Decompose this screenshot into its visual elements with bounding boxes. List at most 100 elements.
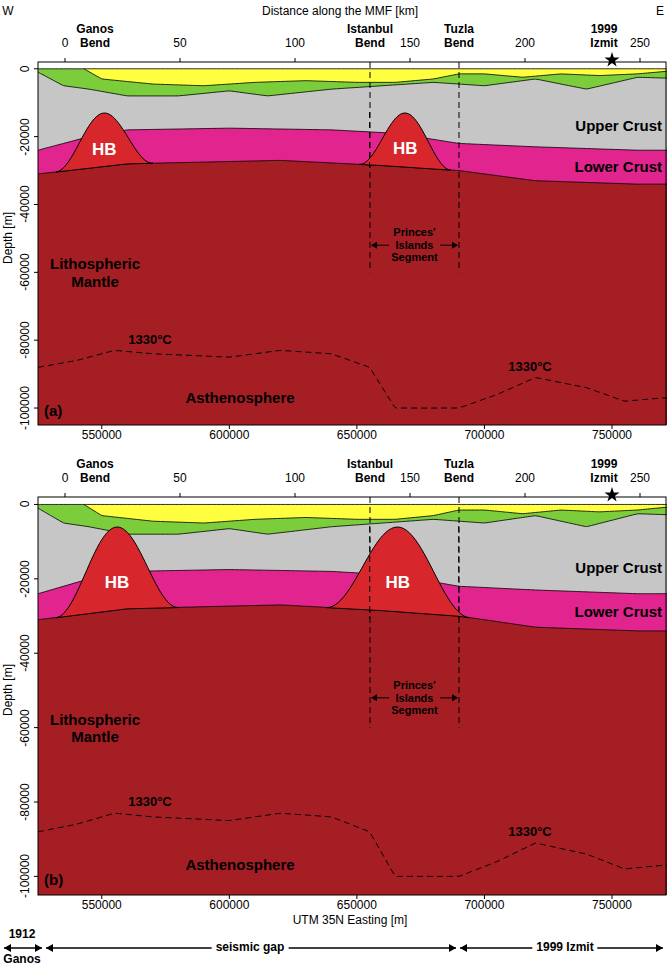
arrow-head: [449, 944, 456, 952]
arrow-head: [452, 694, 458, 701]
hb-shape: [326, 527, 469, 618]
figure-label: Asthenosphere: [185, 857, 294, 874]
axis-tick: [525, 493, 526, 497]
epicenter-star: [604, 487, 619, 501]
arrow-head: [35, 944, 42, 952]
axis-tick: [34, 578, 38, 579]
figure-label: 1330°C: [128, 333, 172, 348]
figure-label: 1330°C: [508, 824, 552, 839]
figure-label: Ganos: [3, 953, 40, 967]
figure-label: Tuzla Bend: [438, 458, 480, 486]
body-label: HB: [385, 573, 410, 593]
axis-tick: [34, 136, 38, 137]
figure-label: -80000: [19, 321, 33, 358]
hb-outline: [56, 526, 178, 619]
axis-tick: [640, 58, 641, 62]
epicenter-star: [604, 52, 619, 66]
figure-label: Princes' Islands Segment: [386, 226, 444, 264]
sediment-basin: [84, 69, 667, 86]
axis-tick: [410, 58, 411, 62]
figure-label: 700000: [464, 899, 504, 913]
figure-label: -60000: [19, 709, 33, 746]
figure-label: 1912: [9, 928, 36, 942]
figure-label: Asthenosphere: [185, 389, 294, 406]
air: [38, 62, 667, 69]
figure-label: -60000: [19, 254, 33, 291]
axis-tick: [180, 58, 181, 62]
figure-label: E: [656, 5, 664, 19]
figure-label: Istanbul Bend: [343, 23, 397, 51]
figure-label: Lower Crust: [574, 604, 662, 621]
figure-label: 750000: [592, 899, 632, 913]
sediment-layer: [38, 69, 667, 96]
figure-label: (b): [44, 871, 63, 888]
plot-frame: [38, 497, 666, 895]
figure-label: UTM 35N Easting [m]: [293, 914, 408, 928]
figure-label: -20000: [19, 560, 33, 597]
panel-plot: [38, 497, 667, 895]
figure-label: -80000: [19, 783, 33, 820]
figure-label: 1999 Izmit: [585, 458, 623, 486]
figure-label: -100000: [19, 854, 33, 898]
figure-label: 0: [19, 65, 33, 72]
lower-crust: [38, 504, 667, 630]
axis-tick: [295, 58, 296, 62]
figure-label: 250: [630, 472, 650, 486]
figure-label: Upper Crust: [575, 118, 662, 135]
hb-body: HB: [56, 526, 178, 619]
figure-label: 600000: [209, 899, 249, 913]
plot-frame: [38, 62, 666, 425]
figure-label: -100000: [19, 386, 33, 430]
figure-label: 750000: [592, 429, 632, 443]
figure-label: Depth [m]: [2, 664, 16, 716]
bend-line: [369, 526, 370, 619]
axis-tick: [65, 58, 66, 62]
axis-tick: [410, 493, 411, 497]
figure-label: 1999 Izmit: [532, 941, 597, 955]
figure-label: 1330°C: [128, 795, 172, 810]
hb-body: HB: [359, 112, 451, 171]
layer-boundary: [38, 72, 667, 96]
isotherm: [38, 350, 667, 408]
bend-line: [370, 62, 371, 272]
axis-tick: [180, 493, 181, 497]
air: [38, 497, 667, 504]
figure-label: 550000: [82, 899, 122, 913]
axis-tick: [34, 876, 38, 877]
figure-label: -40000: [19, 635, 33, 672]
axis-tick: [640, 493, 641, 497]
figure-label: Princes' Islands Segment: [386, 679, 444, 717]
arrow-head: [452, 242, 458, 249]
lower-crust: [38, 69, 667, 184]
body-label: HB: [92, 140, 117, 160]
figure-label: Tuzla Bend: [438, 23, 480, 51]
figure-label: 550000: [82, 429, 122, 443]
figure-label: Lithospheric Mantle: [39, 710, 151, 745]
isotherm: [38, 813, 667, 876]
figure-label: Depth [m]: [2, 212, 16, 264]
figure-label: 150: [400, 472, 420, 486]
figure-label: Upper Crust: [575, 559, 662, 576]
arrow-head: [371, 242, 377, 249]
figure-label: 100: [285, 472, 305, 486]
arrow-head: [371, 694, 377, 701]
figure-label: 650000: [337, 429, 377, 443]
axis-tick: [525, 58, 526, 62]
layer-boundary: [38, 508, 667, 534]
figure-label: 1999 Izmit: [585, 23, 623, 51]
axis-tick: [34, 340, 38, 341]
figure-label: 0: [62, 37, 69, 51]
arrow-head: [460, 944, 467, 952]
figure-label: (a): [44, 403, 62, 420]
axis-tick: [34, 653, 38, 654]
figure-label: 0: [62, 472, 69, 486]
axis-tick: [34, 204, 38, 205]
axis-tick: [34, 272, 38, 273]
figure-label: 200: [515, 472, 535, 486]
panel-plot: [38, 62, 667, 425]
hb-body: HB: [56, 112, 153, 173]
figure-label: Istanbul Bend: [343, 458, 397, 486]
body-label: HB: [105, 573, 130, 593]
hb-shape: [359, 113, 451, 170]
